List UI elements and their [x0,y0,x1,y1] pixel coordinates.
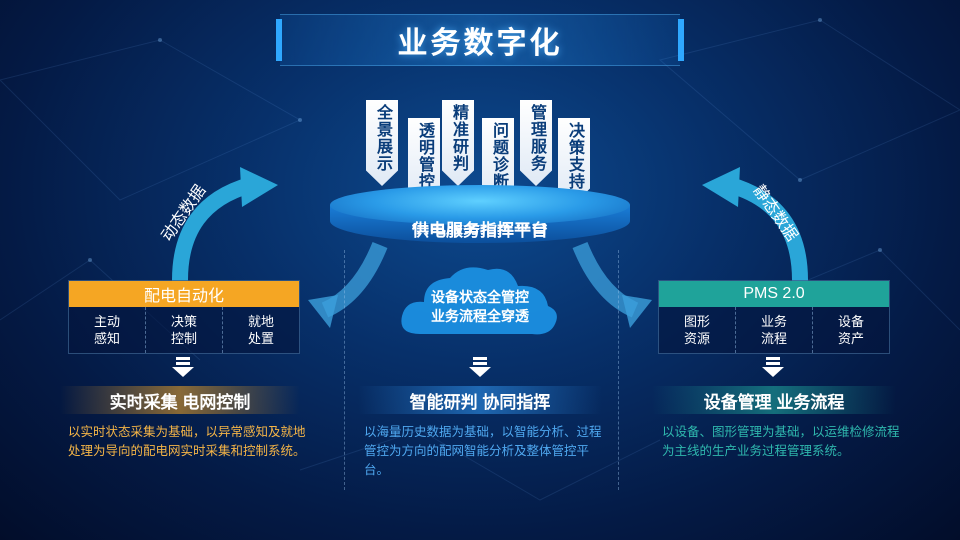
right-cell-3: 设备 资产 [812,307,889,353]
title-bracket-left [276,19,282,61]
page-title: 业务数字化 [397,27,563,60]
center-down-arrow-icon [466,357,494,381]
right-down-arrow-icon [759,357,787,381]
left-down-arrow-icon [169,357,197,381]
platform-title: 供电服务指挥平台 [412,220,548,240]
cloud-line-2: 业务流程全穿透 [431,308,529,324]
title-bracket-right [678,19,684,61]
cloud-text: 设备状态全管控 业务流程全穿透 [398,288,562,326]
divider-left [344,250,345,490]
right-cell-2: 业务 流程 [735,307,812,353]
platform-disc [330,185,630,225]
left-box-title: 配电自动化 [69,281,299,307]
left-curve-arrow-icon [172,167,278,285]
tag-label: 决策支持 [566,122,583,190]
center-right-arrow-icon [572,241,652,328]
left-system-box: 配电自动化 主动 感知 决策 控制 就地 处置 [68,280,300,354]
left-cell-2: 决策 控制 [145,307,222,353]
right-system-box: PMS 2.0 图形 资源 业务 流程 设备 资产 [658,280,890,354]
left-cell-1: 主动 感知 [93,314,120,346]
right-box-cells: 图形 资源 业务 流程 设备 资产 [659,307,889,353]
center-section-desc: 以海量历史数据为基础，以智能分析、过程管控为方向的配网智能分析及整体管控平台。 [364,425,602,477]
left-section-title: 实时采集 电网控制 [60,386,300,414]
tag-management-service: 管理服务 [520,100,552,186]
tag-label: 问题诊断 [490,122,507,190]
right-curve-arrow-icon [702,167,808,285]
tag-label: 透明管控 [416,122,433,190]
center-left-arrow-icon [308,241,388,328]
right-section-title: 设备管理 业务流程 [652,386,896,414]
cloud-icon [401,267,557,335]
tag-label: 管理服务 [528,104,545,172]
left-section-desc: 以实时状态采集为基础，以异常感知及就地处理为导向的配电网实时采集和控制系统。 [68,425,306,458]
tag-label: 全景展示 [374,104,391,172]
platform-label-overlay: 供电服务指挥平台 [330,214,630,240]
title-banner: 业务数字化 [276,14,684,66]
right-section-desc: 以设备、图形管理为基础，以运维检修流程为主线的生产业务过程管理系统。 [662,425,900,458]
left-box-cells: 主动 感知 决策 控制 就地 处置 [69,307,299,353]
right-box-title: PMS 2.0 [659,281,889,307]
divider-right [618,250,619,490]
tag-label: 精准研判 [450,104,467,172]
right-cell-1: 图形 资源 [683,314,710,346]
tag-precise-judgment: 精准研判 [442,100,474,186]
tag-panoramic: 全景展示 [366,100,398,186]
left-cell-3: 就地 处置 [222,307,299,353]
cloud-line-1: 设备状态全管控 [431,289,529,305]
center-section-title: 智能研判 协同指挥 [358,386,602,414]
